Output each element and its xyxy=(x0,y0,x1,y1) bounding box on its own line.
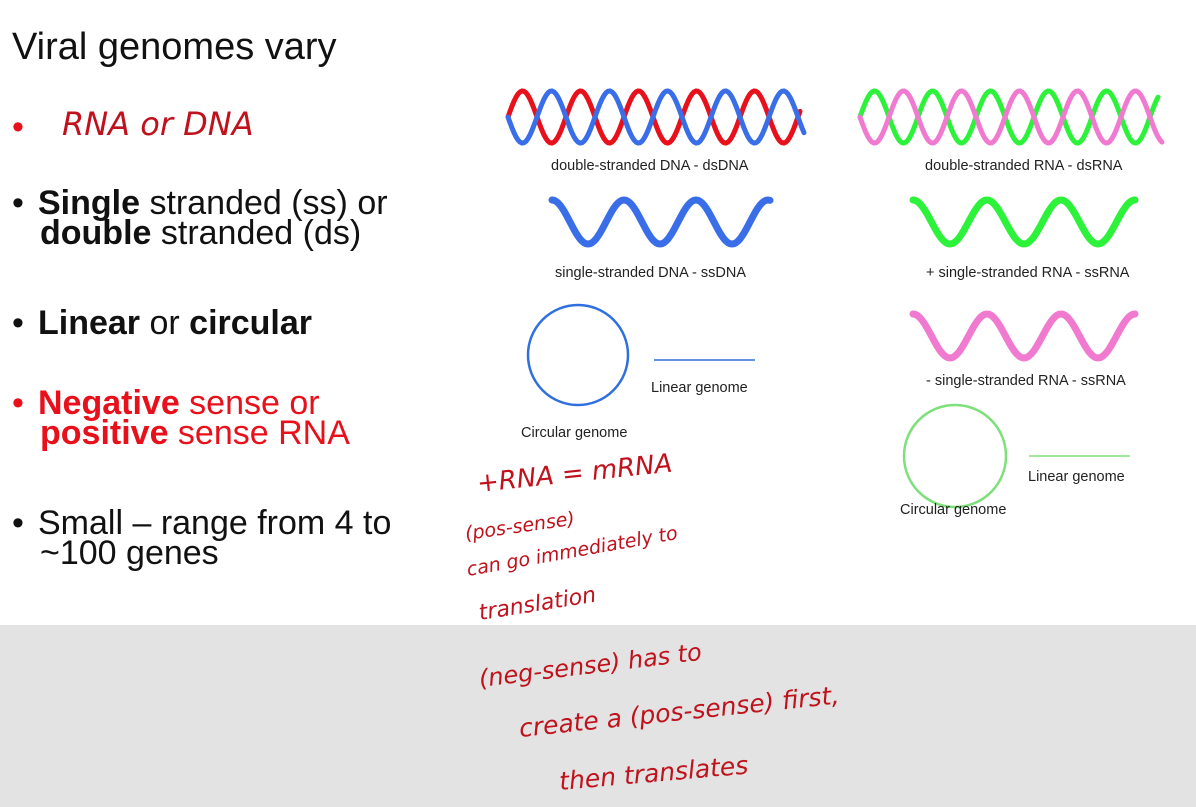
label-dna-circular: Circular genome xyxy=(521,425,628,441)
label-rna-circular: Circular genome xyxy=(900,502,1007,518)
bullet-sense: • Negative sense or positive sense RNA xyxy=(12,384,350,450)
bullet-text: or xyxy=(140,304,190,342)
bullet-continuation: ~100 genes xyxy=(40,534,219,572)
bullet-bold-single: Single xyxy=(38,184,141,222)
label-rna-linear: Linear genome xyxy=(1028,469,1125,485)
bullet-small: • Small – range from 4 to ~100 genes xyxy=(12,504,391,572)
label-dsrna: double-stranded RNA - dsRNA xyxy=(925,158,1123,174)
bullet-continuation: double stranded (ds) xyxy=(12,216,388,250)
bullet-bold-circular: circular xyxy=(189,304,313,342)
bullet-text: stranded (ss) or xyxy=(140,184,388,222)
bullet-rna-or-dna: • xyxy=(12,108,38,146)
bullet-dot: • xyxy=(12,504,24,542)
bullet-bold-linear: Linear xyxy=(38,304,141,342)
dna-circular-genome-icon xyxy=(526,303,630,407)
bullet-text: stranded (ds) xyxy=(151,214,362,252)
bullet-bold-negative: Negative xyxy=(38,384,180,422)
bullet-dot: • xyxy=(12,108,24,146)
label-ssrna-pos: + single-stranded RNA - ssRNA xyxy=(926,265,1130,281)
label-dna-linear: Linear genome xyxy=(651,380,748,396)
bullet-bold-double: double xyxy=(40,214,152,252)
bullet-dot: • xyxy=(12,384,24,422)
bullet-dot: • xyxy=(12,184,24,222)
bullet-stranded: • Single stranded (ss) or double stranded… xyxy=(12,184,388,250)
bullet-dot: • xyxy=(12,304,24,342)
rna-circular-genome-icon xyxy=(902,403,1008,509)
ssdna-strand-icon xyxy=(548,196,774,248)
bullet-linear-circular: • Linear or circular xyxy=(12,304,312,342)
bullet-text: Small – range from 4 to xyxy=(38,504,392,542)
bullet-continuation: positive sense RNA xyxy=(12,416,350,450)
bullet-bold-positive: positive xyxy=(40,414,169,452)
dsrna-helix-icon xyxy=(857,88,1165,146)
genome-diagram xyxy=(505,88,1165,509)
ssrna-neg-strand-icon xyxy=(909,310,1139,362)
label-dsdna: double-stranded DNA - dsDNA xyxy=(551,158,749,174)
notes-area xyxy=(0,625,1196,807)
bullet-text: sense RNA xyxy=(168,414,350,452)
label-ssrna-neg: - single-stranded RNA - ssRNA xyxy=(926,373,1126,389)
slide-title: Viral genomes vary xyxy=(12,26,337,68)
label-ssdna: single-stranded DNA - ssDNA xyxy=(555,265,746,281)
ssrna-pos-strand-icon xyxy=(909,196,1139,248)
bullet-text: sense or xyxy=(179,384,320,422)
dsdna-helix-icon xyxy=(505,88,807,146)
